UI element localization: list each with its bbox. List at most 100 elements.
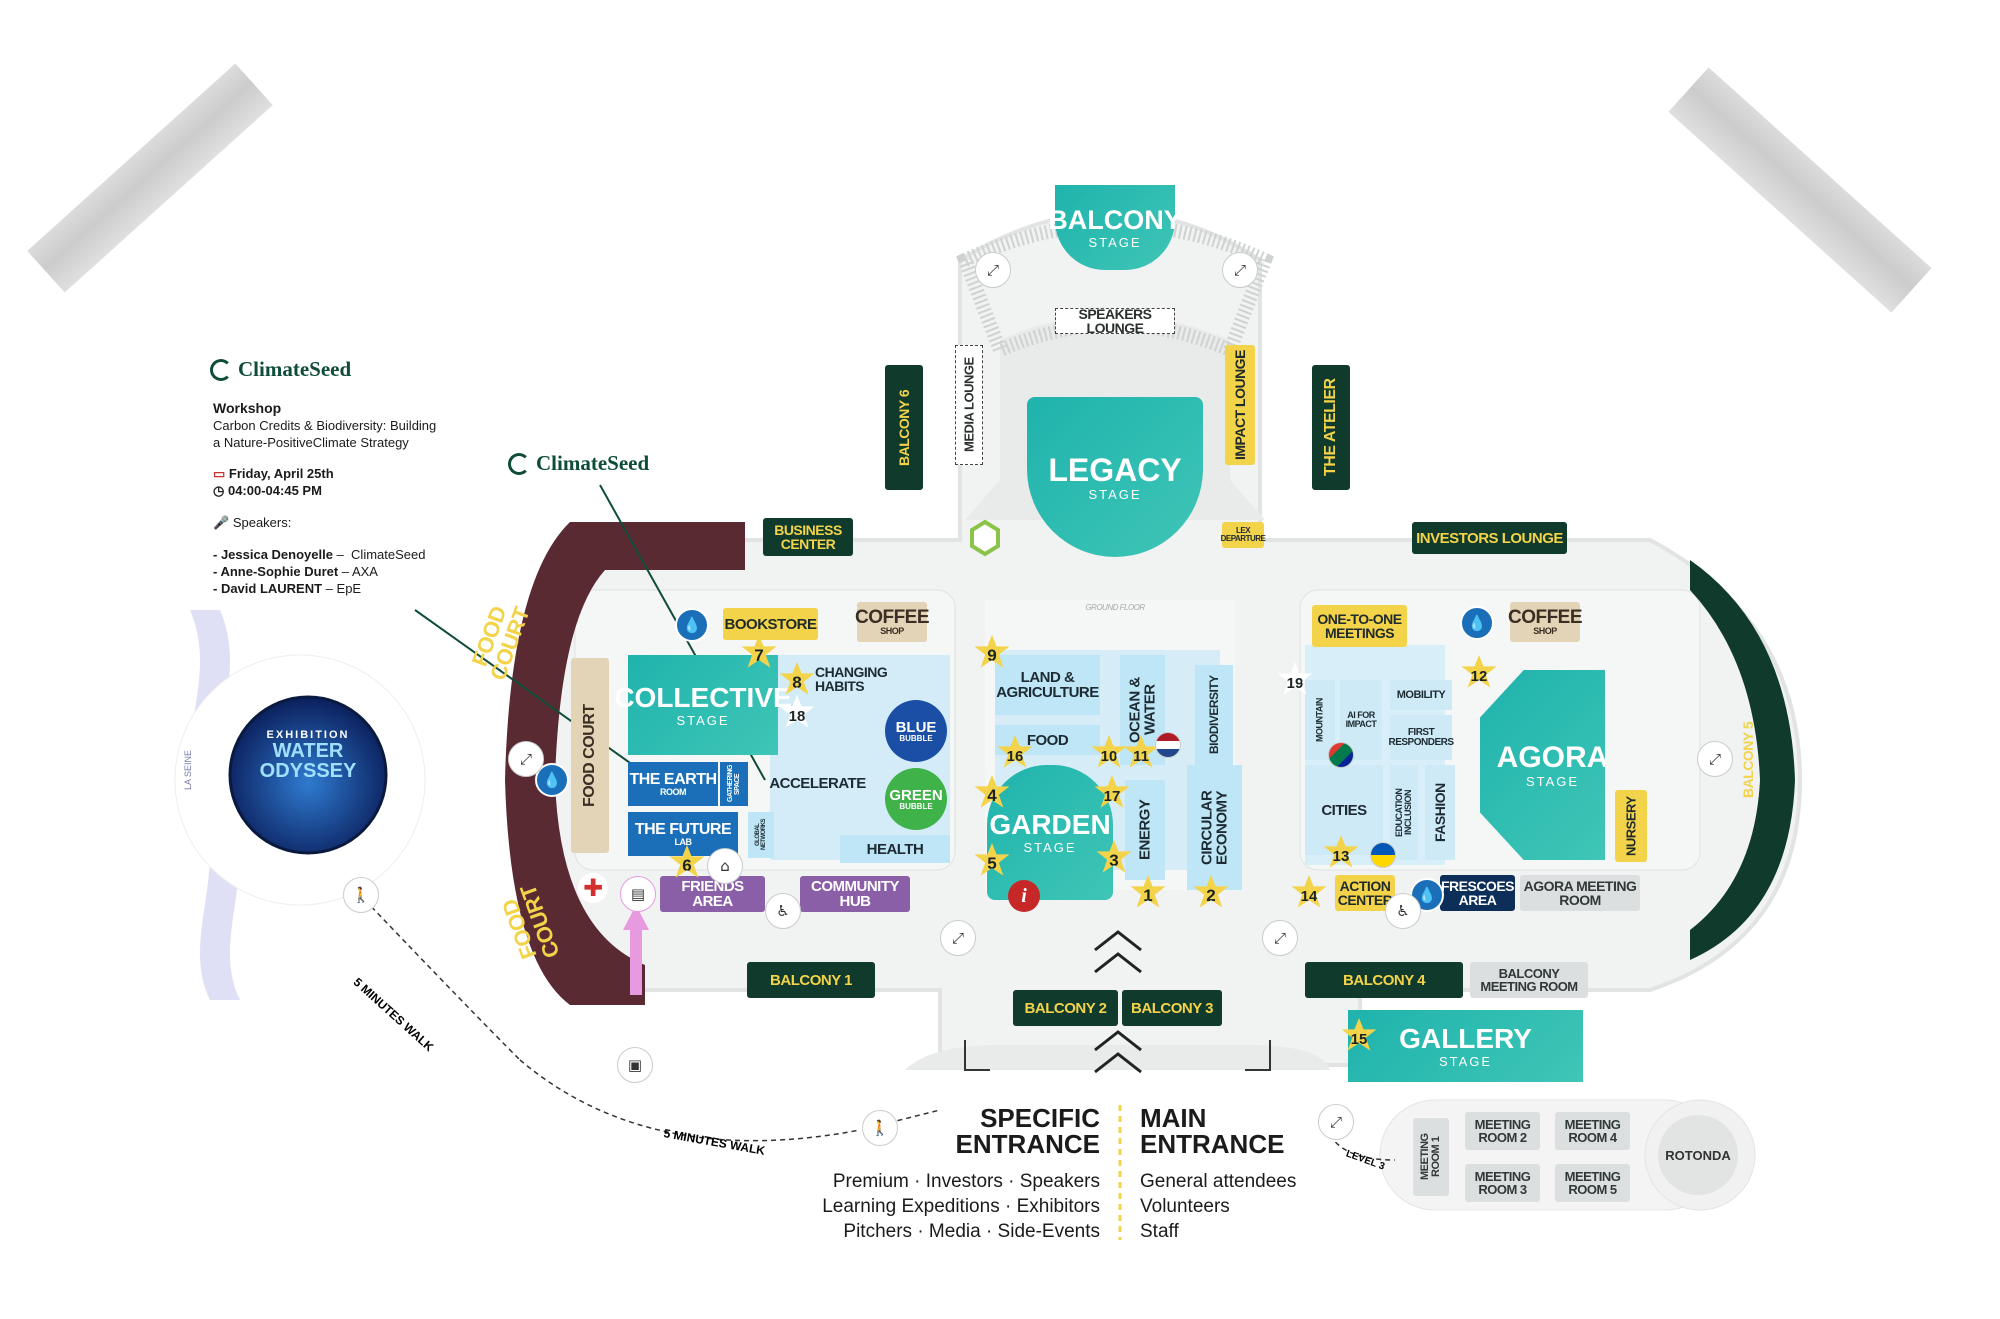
stairs-icon: ⤢ <box>975 252 1011 288</box>
coffee-shop-right[interactable]: COFFEE SHOP <box>1508 602 1583 642</box>
climateseed-callout-logo: ClimateSeed <box>508 451 649 476</box>
accelerate[interactable]: ACCELERATE <box>769 774 866 792</box>
speaker-row: - Jessica Denoyelle – ClimateSeed <box>213 547 426 562</box>
education-inclusion[interactable]: EDUCATION INCLUSION <box>1390 765 1418 860</box>
coffee-shop-left[interactable]: COFFEE SHOP <box>855 602 930 642</box>
hexagon-icon <box>970 519 1000 557</box>
stairs-icon: ⤢ <box>1262 920 1298 956</box>
balcony-stage[interactable]: BALCONY STAGE <box>1048 185 1182 270</box>
gallery-stage[interactable]: GALLERY STAGE <box>1348 1010 1583 1082</box>
south-africa-flag-icon <box>1328 742 1354 768</box>
friends-area[interactable]: FRIENDS AREA <box>660 876 765 912</box>
green-bubble[interactable]: GREEN BUBBLE <box>885 768 947 830</box>
exhibition-water-odyssey[interactable]: EXHIBITION WATER ODYSSEY <box>259 729 357 782</box>
stairs-icon: ⤢ <box>1318 1104 1354 1140</box>
walking-person-icon: 🚶 <box>343 877 379 913</box>
river-label: LA SEINE <box>183 750 193 791</box>
lex-departure[interactable]: LEX DEPARTURE <box>1221 522 1266 548</box>
water-odyssey-orb <box>228 695 388 855</box>
callout-brand: ClimateSeed <box>536 451 650 475</box>
workshop-info: Workshop Carbon Credits & Biodiversity: … <box>213 400 513 597</box>
speaker-row: - Anne-Sophie Duret – AXA <box>213 564 378 579</box>
first-responders[interactable]: FIRST RESPONDERS <box>1389 715 1454 760</box>
speakers-lounge[interactable]: SPEAKERS LOUNGE <box>1055 307 1175 335</box>
balcony-5-arc <box>1690 560 1795 960</box>
calendar-icon: ▭ <box>213 466 229 481</box>
balcony-2[interactable]: BALCONY 2 <box>1013 990 1118 1026</box>
walking-person-icon: 🚶 <box>862 1110 898 1146</box>
community-hub[interactable]: COMMUNITY HUB <box>800 876 910 912</box>
gathering-space[interactable]: GATHERING SPACE <box>720 762 748 806</box>
frescoes-area[interactable]: FRESCOES AREA <box>1440 875 1515 911</box>
workshop-title: Workshop <box>213 400 282 416</box>
cities[interactable]: CITIES <box>1305 765 1383 855</box>
one-to-one-meetings[interactable]: ONE-TO-ONE MEETINGS <box>1312 605 1407 647</box>
agora-stage[interactable]: AGORA STAGE <box>1480 670 1605 860</box>
speaker-row: - David LAURENT – EpE <box>213 581 362 596</box>
stairs-icon: ⤢ <box>508 741 544 777</box>
microphone-icon: 🎤 <box>213 515 233 530</box>
changing-habits[interactable]: CHANGING HABITS <box>815 664 888 694</box>
leaf-icon <box>210 358 232 381</box>
specific-entrance[interactable]: SPECIFIC ENTRANCE Premium · Investors · … <box>822 1103 1100 1242</box>
investors-lounge[interactable]: INVESTORS LOUNGE <box>1412 522 1567 554</box>
global-networks[interactable]: GLOBAL NETWORKS <box>748 812 774 858</box>
accessibility-icon: ♿ <box>1385 893 1421 929</box>
climateseed-brand: ClimateSeed <box>238 357 352 381</box>
energy[interactable]: ENERGY <box>1125 780 1165 880</box>
garden-stage[interactable]: GARDEN STAGE <box>987 765 1113 900</box>
mobility[interactable]: MOBILITY <box>1390 680 1452 710</box>
agora-meeting-room[interactable]: AGORA MEETING ROOM <box>1520 875 1640 911</box>
balcony-3[interactable]: BALCONY 3 <box>1122 990 1222 1026</box>
pink-arrow <box>630 925 642 995</box>
locker-icon: ▤ <box>620 876 656 912</box>
netherlands-flag-icon <box>1155 732 1181 758</box>
meeting-room-3[interactable]: MEETING ROOM 3 <box>1465 1164 1540 1202</box>
the-earth-room[interactable]: THE EARTH ROOM <box>628 762 718 806</box>
health[interactable]: HEALTH <box>840 835 950 863</box>
luggage-icon: ▣ <box>617 1047 653 1083</box>
ukraine-flag-icon <box>1370 842 1396 868</box>
balcony-6[interactable]: BALCONY 6 <box>885 365 923 490</box>
workshop-date: ▭ Friday, April 25th <box>213 466 334 481</box>
stairs-icon: ⤢ <box>1697 741 1733 777</box>
blue-bubble[interactable]: BLUE BUBBLE <box>885 700 947 762</box>
main-entrance[interactable]: MAIN ENTRANCE General attendees Voluntee… <box>1140 1103 1297 1242</box>
fashion[interactable]: FASHION <box>1425 765 1455 860</box>
meeting-room-2[interactable]: MEETING ROOM 2 <box>1465 1112 1540 1150</box>
legacy-stage[interactable]: LEGACY STAGE <box>1027 397 1203 557</box>
land-agriculture[interactable]: LAND & AGRICULTURE <box>995 655 1100 715</box>
impact-lounge[interactable]: IMPACT LOUNGE <box>1225 345 1255 465</box>
stairs-icon: ⤢ <box>940 920 976 956</box>
water-drop-icon: 💧 <box>675 608 709 642</box>
ground-floor-label: GROUND FLOOR <box>1085 603 1145 612</box>
balcony-meeting-room[interactable]: BALCONY MEETING ROOM <box>1470 962 1588 998</box>
media-lounge[interactable]: MEDIA LOUNGE <box>955 345 983 465</box>
cloakroom-hanger-icon: ⌂ <box>707 848 743 884</box>
info-icon[interactable]: i <box>1008 880 1040 912</box>
the-atelier[interactable]: THE ATELIER <box>1312 365 1350 490</box>
climateseed-logo: ClimateSeed <box>210 357 351 382</box>
collective-stage[interactable]: COLLECTIVE STAGE <box>614 655 792 755</box>
balcony-4[interactable]: BALCONY 4 <box>1305 962 1463 998</box>
bookstore[interactable]: BOOKSTORE <box>723 608 818 640</box>
nursery[interactable]: NURSERY <box>1615 790 1647 862</box>
workshop-subtitle-1: Carbon Credits & Biodiversity: Building <box>213 418 437 433</box>
clock-icon: ◷ <box>213 483 228 498</box>
meeting-room-4[interactable]: MEETING ROOM 4 <box>1555 1112 1630 1150</box>
leaf-icon <box>508 452 530 475</box>
food-court-inner[interactable]: FOOD COURT <box>571 658 609 853</box>
workshop-subtitle-2: a Nature-PositiveClimate Strategy <box>213 435 409 450</box>
biodiversity[interactable]: BIODIVERSITY <box>1195 665 1233 765</box>
business-center[interactable]: BUSINESS CENTER <box>763 518 853 556</box>
meeting-room-5[interactable]: MEETING ROOM 5 <box>1555 1164 1630 1202</box>
balcony-5[interactable]: BALCONY 5 <box>1740 721 1756 799</box>
balcony-1[interactable]: BALCONY 1 <box>747 962 875 998</box>
workshop-time: ◷ 04:00-04:45 PM <box>213 483 322 498</box>
workshop-speakers-label: 🎤 Speakers: <box>213 515 292 530</box>
stairs-icon: ⤢ <box>1222 252 1258 288</box>
accessibility-icon: ♿ <box>765 893 801 929</box>
rotonda[interactable]: ROTONDA <box>1658 1115 1738 1195</box>
water-drop-icon: 💧 <box>1460 606 1494 640</box>
circular-economy[interactable]: CIRCULAR ECONOMY <box>1187 765 1242 890</box>
